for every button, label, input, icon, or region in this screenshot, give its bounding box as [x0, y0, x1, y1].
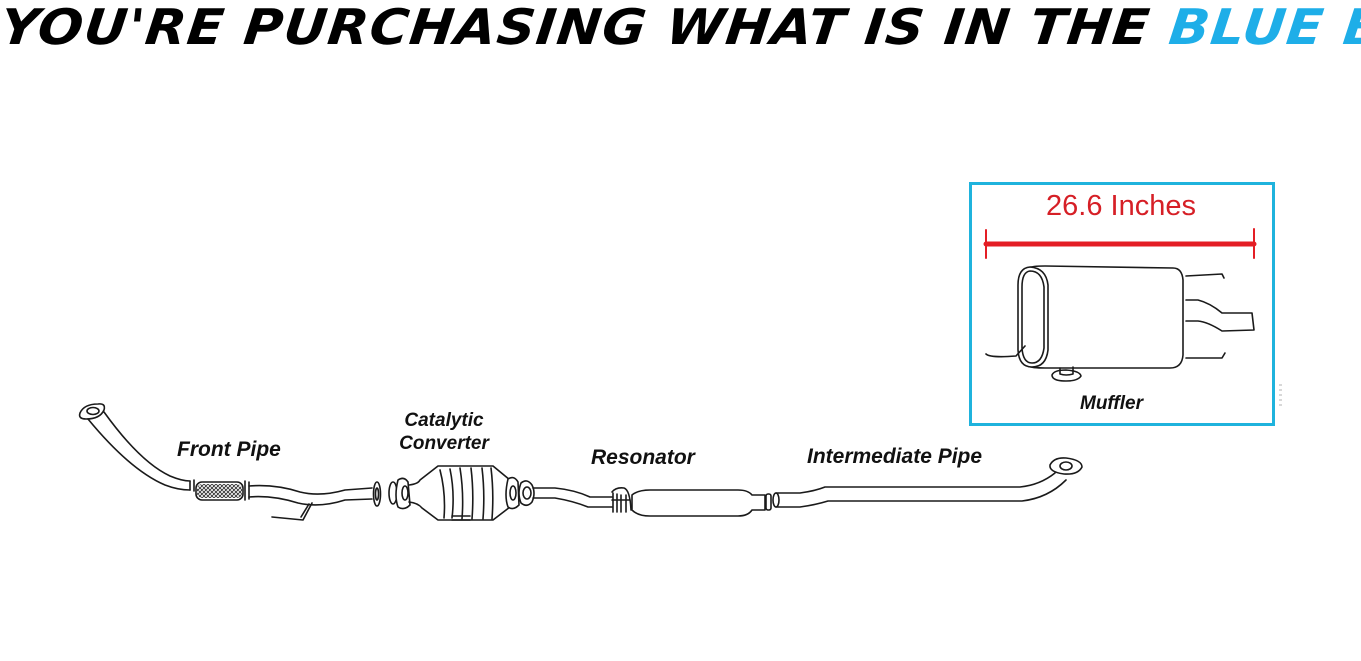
- catalytic-converter-label-line2: Converter: [399, 433, 489, 454]
- front-pipe-label: Front Pipe: [177, 438, 281, 461]
- dimension-label: 26.6 Inches: [1046, 190, 1196, 222]
- muffler-label: Muffler: [1080, 393, 1143, 414]
- catalytic-converter-drawing: [388, 465, 520, 521]
- intermediate-pipe-label: Intermediate Pipe: [807, 445, 983, 468]
- muffler-drawing: [983, 228, 1257, 382]
- catalytic-converter-label-line1: Catalytic: [404, 410, 484, 431]
- front-pipe-drawing: [78, 403, 382, 521]
- edge-marks: [1279, 384, 1282, 408]
- selected-part-box: [969, 182, 1275, 426]
- resonator-drawing: [518, 480, 766, 517]
- dimension-line: [983, 228, 1257, 259]
- resonator-label: Resonator: [591, 446, 695, 469]
- catalytic-converter-label: Catalytic Converter: [388, 409, 500, 455]
- intermediate-pipe-drawing: [765, 457, 1083, 511]
